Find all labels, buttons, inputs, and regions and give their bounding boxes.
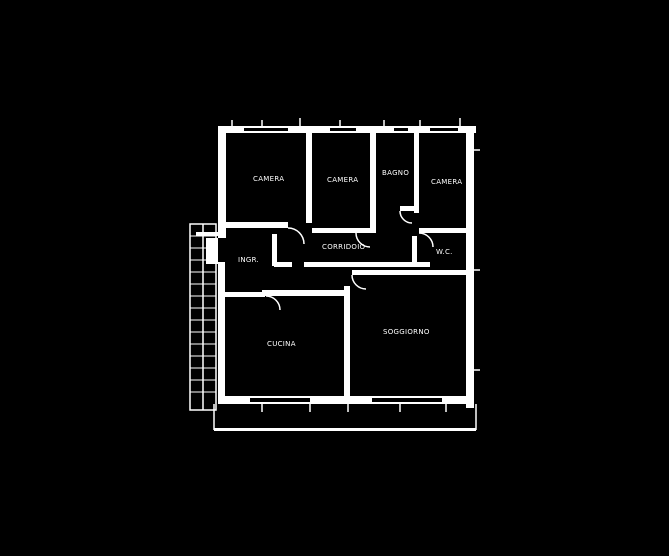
room-labels: CAMERA CAMERA BAGNO CAMERA CORRIDOIO ING… xyxy=(238,169,462,348)
room-label-soggiorno: SOGGIORNO xyxy=(383,328,430,336)
room-label-wc: W.C. xyxy=(436,248,453,256)
dimension-marks xyxy=(231,118,480,412)
room-label-camera-right: CAMERA xyxy=(431,178,462,186)
staircase xyxy=(189,223,218,411)
door-swings xyxy=(265,210,434,311)
room-label-ingr: INGR. xyxy=(238,256,259,264)
room-label-cucina: CUCINA xyxy=(267,340,296,348)
room-label-camera-center: CAMERA xyxy=(327,176,358,184)
room-label-camera-left: CAMERA xyxy=(253,175,284,183)
windows xyxy=(244,128,458,402)
interior-walls xyxy=(225,133,466,396)
room-label-corridoio: CORRIDOIO xyxy=(322,243,366,251)
room-label-bagno: BAGNO xyxy=(382,169,409,177)
